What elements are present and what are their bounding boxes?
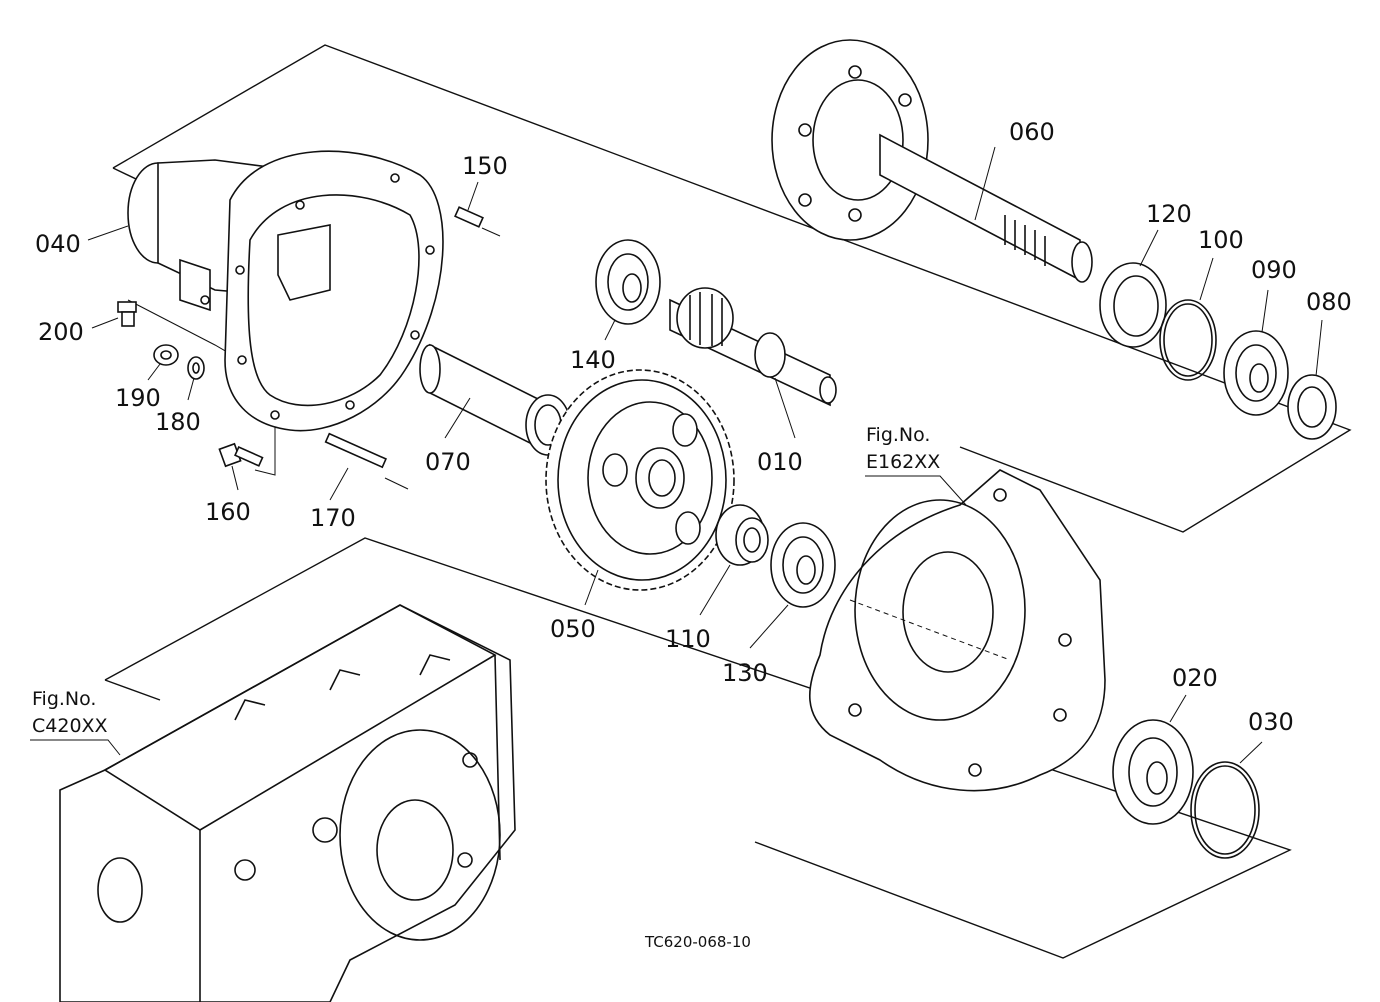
part-label-040: 040 [35, 230, 81, 258]
figure-ref-c420xx-line1: Fig.No. [32, 688, 96, 710]
figure-ref-e162xx-line2: E162XX [866, 451, 940, 473]
nut-190 [153, 344, 179, 366]
part-label-200: 200 [38, 318, 84, 346]
figure-ref-c420xx-line2: C420XX [32, 715, 108, 737]
part-label-050: 050 [550, 615, 596, 643]
washer-180 [187, 356, 205, 380]
part-label-110: 110 [665, 625, 711, 653]
snap-ring-030 [1190, 761, 1260, 859]
part-label-070: 070 [425, 448, 471, 476]
part-label-170: 170 [310, 504, 356, 532]
gear-050 [545, 369, 735, 591]
part-label-160: 160 [205, 498, 251, 526]
case-c420xx [59, 604, 516, 1002]
bearing-090 [1223, 330, 1289, 416]
oil-seal-120 [1099, 262, 1167, 348]
part-label-080: 080 [1306, 288, 1352, 316]
part-label-130: 130 [722, 659, 768, 687]
part-label-100: 100 [1198, 226, 1244, 254]
part-label-010: 010 [757, 448, 803, 476]
part-label-020: 020 [1172, 664, 1218, 692]
part-label-140: 140 [570, 346, 616, 374]
part-label-150: 150 [462, 152, 508, 180]
bolt-160 [218, 442, 264, 468]
leader-lines [30, 146, 1323, 764]
part-label-060: 060 [1009, 118, 1055, 146]
drawing-code: TC620-068-10 [644, 933, 751, 951]
part-label-030: 030 [1248, 708, 1294, 736]
assembly-frame-lower [104, 537, 1292, 959]
sleeve-070 [419, 343, 571, 456]
dowel-pin-150 [454, 206, 501, 237]
bearing-020 [1112, 719, 1194, 825]
bearing-130 [770, 522, 836, 608]
part-label-090: 090 [1251, 256, 1297, 284]
case-e162xx [809, 469, 1106, 792]
stud-170 [324, 432, 409, 490]
part-label-190: 190 [115, 384, 161, 412]
spacer-080 [1287, 374, 1337, 440]
flange-shaft-060 [771, 39, 1093, 283]
bearing-140 [595, 239, 661, 325]
pinion-shaft-010 [669, 287, 837, 407]
snap-ring-100 [1159, 299, 1217, 381]
nut-110 [715, 504, 769, 566]
part-label-120: 120 [1146, 200, 1192, 228]
part-labels: 010 020 030 040 050 060 070 080 090 100 … [35, 118, 1352, 736]
bolt-200 [117, 301, 137, 327]
figure-reference-e162xx: Fig.No. E162XX [866, 424, 940, 473]
part-label-180: 180 [155, 408, 201, 436]
figure-reference-c420xx: Fig.No. C420XX [32, 688, 108, 737]
housing-040 [127, 150, 444, 432]
figure-ref-e162xx-line1: Fig.No. [866, 424, 930, 446]
